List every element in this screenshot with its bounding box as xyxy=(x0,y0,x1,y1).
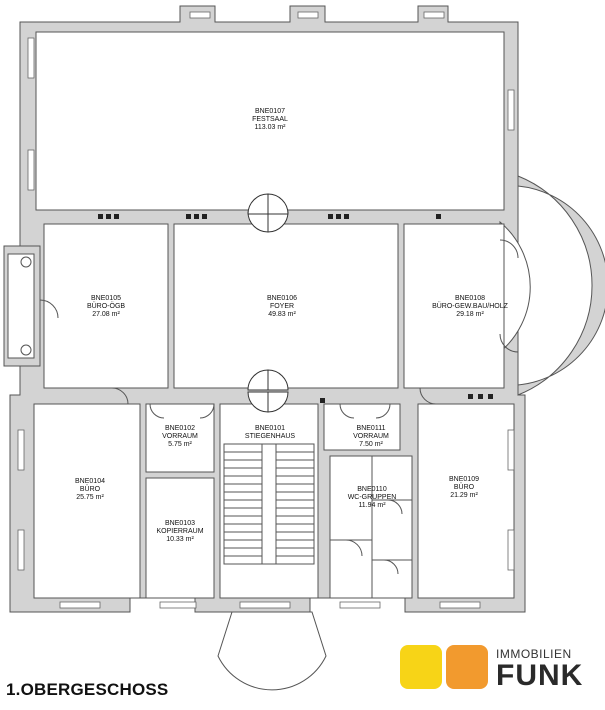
room-buero-oegb xyxy=(43,223,169,389)
room-kopierraum xyxy=(145,477,215,599)
room-buero-gew xyxy=(403,223,505,389)
logo-yellow-square xyxy=(400,645,442,689)
room-label-area: 29.18 m² xyxy=(456,311,484,318)
room-label-area: 7.50 m² xyxy=(359,441,383,448)
logo-line2: FUNK xyxy=(496,659,584,692)
room-label-name: VORRAUM xyxy=(162,433,198,440)
room-label-id: BNE0105 xyxy=(91,295,121,302)
room-label-name: BÜRO-ÖGB xyxy=(87,302,125,310)
room-label-area: 10.33 m² xyxy=(166,536,194,543)
room-label-id: BNE0106 xyxy=(267,295,297,302)
room-label-id: BNE0109 xyxy=(449,476,479,483)
room-label-id: BNE0103 xyxy=(165,520,195,527)
room-label-id: BNE0110 xyxy=(357,486,387,493)
brand-logo: IMMOBILIEN FUNK xyxy=(400,645,600,693)
room-label-name: KOPIERRAUM xyxy=(156,528,203,535)
curved-bay-wall xyxy=(517,175,605,396)
room-label-area: 25.75 m² xyxy=(76,494,104,501)
room-stiegenhaus xyxy=(219,403,319,599)
room-label-id: BNE0104 xyxy=(75,478,105,485)
room-label-id: BNE0111 xyxy=(357,425,386,432)
room-label-area: 5.75 m² xyxy=(168,441,192,448)
windows xyxy=(17,11,515,609)
side-balcony-inner xyxy=(7,253,35,359)
logo-orange-square xyxy=(446,645,488,689)
room-label-name: FOYER xyxy=(270,303,294,310)
room-label-area: 11.94 m² xyxy=(358,502,386,509)
curved-bay-interior xyxy=(499,220,531,354)
room-buero-104 xyxy=(33,403,141,599)
floor-title: 1.OBERGESCHOSS xyxy=(6,680,169,699)
room-label-area: 27.08 m² xyxy=(92,311,120,318)
room-label-name: FESTSAAL xyxy=(252,116,288,123)
entrance-canopy xyxy=(217,611,327,691)
room-label-name: BÜRO-GEW.BAU/HOLZ xyxy=(432,302,509,310)
room-label-name: STIEGENHAUS xyxy=(245,433,296,440)
room-label-id: BNE0102 xyxy=(165,425,195,432)
room-vorraum-102 xyxy=(145,403,215,473)
foyer-double-door-bottom xyxy=(247,369,289,413)
vents xyxy=(98,214,493,403)
room-label-id: BNE0101 xyxy=(255,425,285,432)
room-label-name: BÜRO xyxy=(80,485,101,493)
room-label-name: BÜRO xyxy=(454,483,475,491)
room-buero-109 xyxy=(417,403,515,599)
room-label-id: BNE0108 xyxy=(455,295,485,302)
room-label-area: 49.83 m² xyxy=(268,311,296,318)
room-label-area: 113.03 m² xyxy=(255,124,287,131)
room-label-name: WC-GRUPPEN xyxy=(348,494,397,501)
staircase xyxy=(223,443,315,565)
room-wc-gruppen xyxy=(329,455,413,599)
foyer-double-door-top xyxy=(247,193,289,233)
logo-line1: IMMOBILIEN xyxy=(496,647,572,661)
room-foyer xyxy=(173,223,399,389)
room-label-area: 21.29 m² xyxy=(450,492,478,499)
room-label-id: BNE0107 xyxy=(255,108,285,115)
room-label-name: VORRAUM xyxy=(353,433,389,440)
